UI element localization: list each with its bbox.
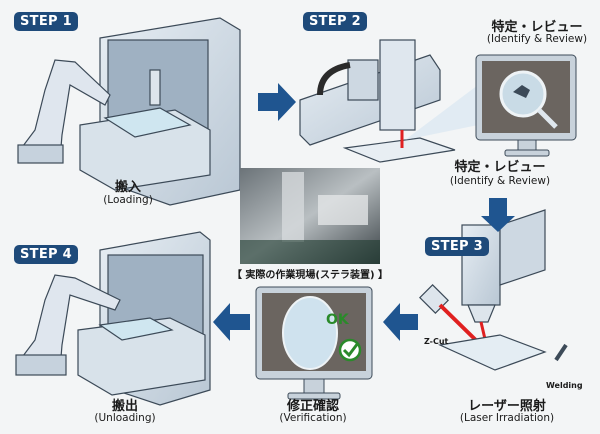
unloading-machine [15, 231, 211, 406]
review-monitor-title: 特定・レビュー [491, 20, 583, 35]
step-3-title: レーザー照射 [468, 399, 546, 414]
verification-monitor [255, 286, 373, 400]
magnifier-icon [499, 70, 558, 129]
step-4-title: 搬出 [111, 399, 139, 414]
arrow-left-icon [383, 303, 418, 341]
verification-title: 修正確認 [286, 399, 340, 414]
step-3-subtitle: (Laser Irradiation) [459, 412, 555, 424]
step-3-badge: STEP 3 [425, 237, 490, 256]
loading-machine [17, 17, 241, 206]
verification-subtitle: (Verification) [279, 412, 347, 424]
zcut-label: Z-Cut [424, 337, 449, 346]
arrow-left-icon [213, 303, 250, 341]
gantry-machine [299, 39, 478, 163]
step-1-subtitle: (Loading) [103, 194, 153, 206]
step-1-title: 搬入 [114, 180, 142, 195]
work-site-photo [240, 168, 380, 264]
arrow-right-icon [258, 83, 296, 121]
step-4-subtitle: (Unloading) [94, 412, 156, 424]
check-circle-icon [338, 338, 362, 362]
step-2-title: 特定・レビュー [454, 160, 546, 175]
step-2-badge: STEP 2 [303, 12, 368, 31]
arrow-down-icon [481, 198, 515, 232]
ok-label: OK [326, 312, 349, 328]
welding-label: Welding [546, 381, 583, 390]
review-monitor [475, 54, 577, 157]
step-4-badge: STEP 4 [14, 245, 79, 264]
review-monitor-subtitle: (Identify & Review) [486, 33, 588, 45]
photo-caption: 【 実際の作業現場(ステラ装置) 】 [231, 270, 389, 281]
step-1-badge: STEP 1 [14, 12, 79, 31]
step-2-subtitle: (Identify & Review) [449, 175, 551, 187]
laser-head [419, 209, 568, 371]
